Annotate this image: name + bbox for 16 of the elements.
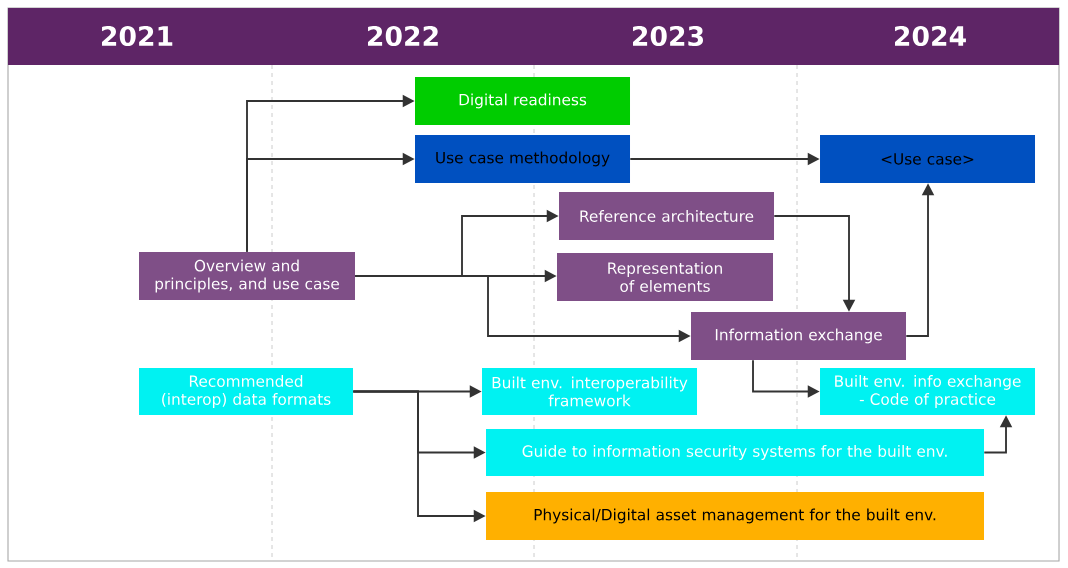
year-label: 2022 (368, 25, 438, 47)
year-label: 2023 (633, 25, 703, 47)
process-box: <Use case> (820, 135, 1035, 183)
process-box: Overview and principles, and use case (139, 252, 355, 300)
process-box: Representation of elements (557, 253, 773, 301)
process-box: Built env. info exchange - Code of practice (820, 368, 1035, 415)
process-box: Digital readiness (415, 77, 630, 125)
year-label: 2021 (102, 25, 173, 47)
year-label: 2024 (895, 25, 966, 47)
process-box: Recommended (interop) data formats (139, 368, 353, 415)
process-box: Use case methodology (415, 135, 630, 183)
process-box: Information exchange (691, 312, 906, 360)
process-box: Physical/Digital asset management for the built env. (486, 492, 984, 540)
process-box: Built env. interoperability framework (482, 368, 697, 415)
process-box: Reference architecture (559, 192, 774, 240)
process-box: Guide to information security systems for the built env. (486, 429, 984, 476)
